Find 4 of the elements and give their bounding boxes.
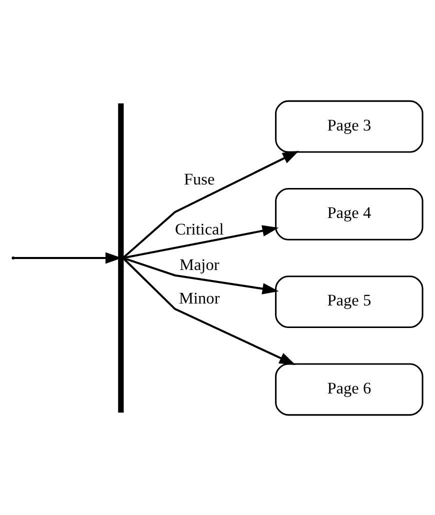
edge-label: Critical — [174, 218, 224, 238]
edge-label: Major — [179, 254, 220, 274]
edge-label: Minor — [179, 288, 220, 308]
edge-label: Fuse — [184, 168, 215, 188]
